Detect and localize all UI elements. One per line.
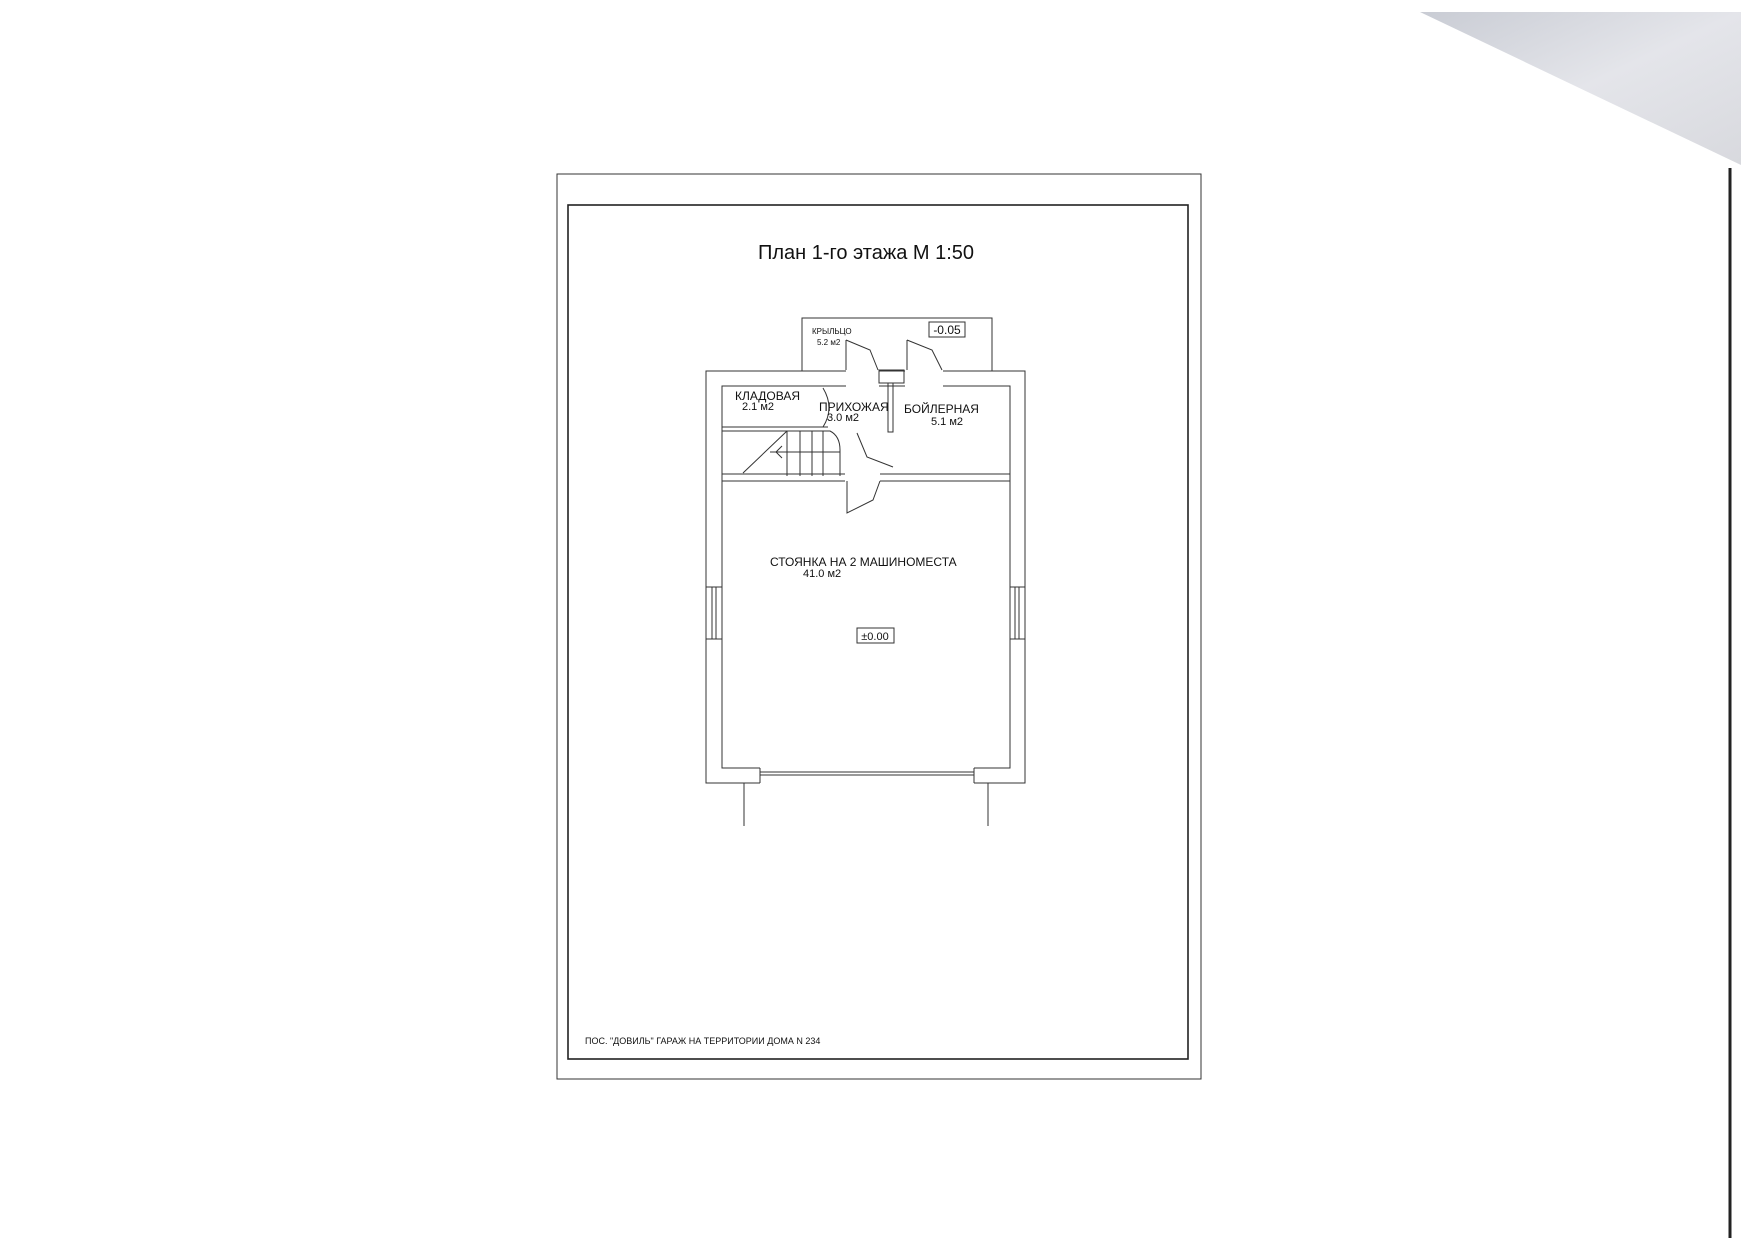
storage-door (822, 387, 830, 428)
floor-level: ±0.00 (861, 631, 888, 643)
sheet-footer: ПОС. "ДОВИЛЬ" ГАРАЖ НА ТЕРРИТОРИИ ДОМА N… (585, 1036, 820, 1046)
outer-frame (556, 173, 1202, 1080)
garage-inner-door (846, 480, 881, 514)
sheet-title: План 1-го этажа М 1:50 (758, 242, 974, 264)
floor-level-box (856, 627, 895, 644)
window-left (705, 586, 723, 640)
porch-level-box (928, 321, 966, 338)
porch-area: 5.2 м2 (817, 338, 841, 347)
folded-corner (1420, 12, 1741, 165)
storage-area: 2.1 м2 (742, 401, 774, 413)
porch-name: КРЫЛЬЦО (812, 327, 852, 336)
inner-frame (567, 204, 1189, 1060)
stairs (742, 430, 841, 476)
hallway-name: ПРИХОЖАЯ (819, 400, 889, 414)
window-right (1009, 586, 1026, 640)
boiler-door (856, 432, 894, 468)
boiler-area: 5.1 м2 (931, 416, 963, 428)
hallway-area: 3.0 м2 (827, 412, 859, 424)
parking-name: СТОЯНКА НА 2 МАШИНОМЕСТА (770, 555, 957, 569)
porch-level: -0.05 (933, 323, 961, 337)
boiler-name: БОЙЛЕРНАЯ (904, 401, 979, 416)
floor-plan (705, 317, 1026, 826)
parking-area: 41.0 м2 (803, 568, 841, 580)
storage-name: КЛАДОВАЯ (735, 389, 800, 403)
